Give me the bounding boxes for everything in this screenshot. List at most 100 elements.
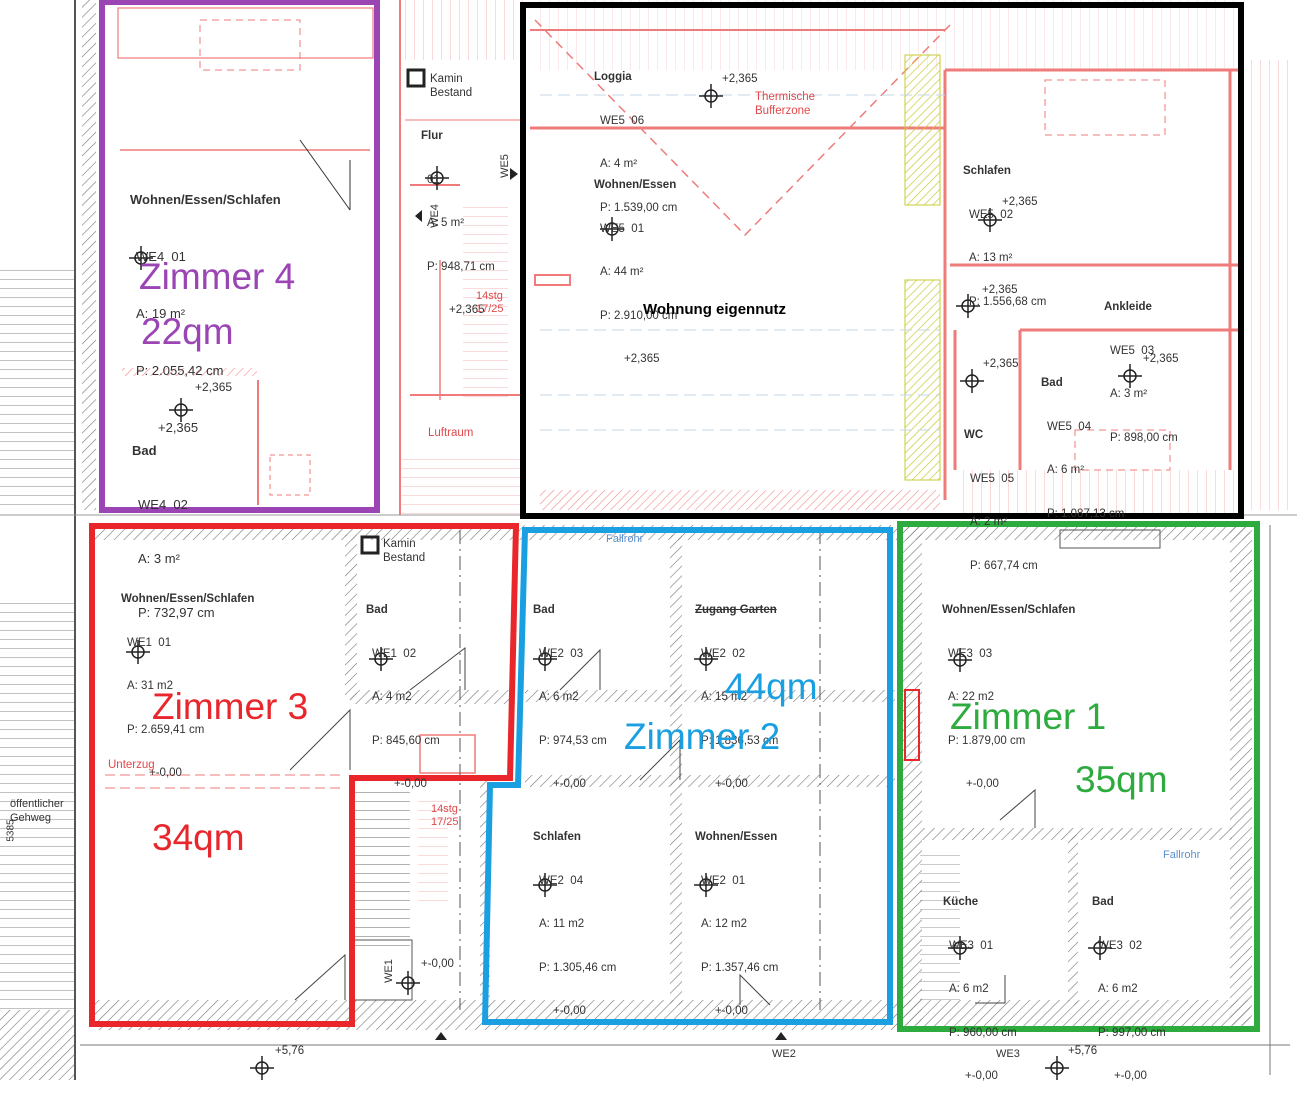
room-id: WE2 02	[701, 647, 746, 660]
dimension-label: 5385	[5, 819, 17, 842]
room-ankleide: Ankleide WE5 03 A: 3 m² P: 898,00 cm	[1104, 271, 1178, 460]
room-id: WE5 04	[1047, 420, 1092, 433]
room-name: WC	[964, 429, 984, 441]
room-perimeter: P: 960,00 cm	[949, 1026, 1017, 1039]
zone-zimmer4-outline	[99, 0, 380, 513]
room-perimeter: P: 948,71 cm	[427, 260, 495, 273]
room-name: Bad	[1092, 896, 1114, 908]
room-level: +-0,00	[715, 778, 748, 790]
room-id: WE4 02	[138, 497, 188, 512]
room-id: WE3 02	[1098, 939, 1143, 952]
we5-label: WE5	[498, 154, 511, 178]
room-area: A: 3 m²	[1110, 388, 1148, 400]
room-area: A: 6 m2	[539, 691, 579, 703]
room-level: +-0,00	[966, 778, 999, 790]
room-area: A: 6 m²	[1047, 464, 1085, 476]
room-flur: Flur 01 A: 5 m² P: 948,71 cm +2,365	[421, 100, 495, 332]
ground-floor-sketch	[80, 525, 1290, 1075]
room-level: +2,365	[624, 353, 660, 365]
room-name: Wohnen/Essen/Schlafen	[942, 604, 1076, 616]
room-name: Flur	[421, 130, 443, 142]
room-perimeter: P: 732,97 cm	[138, 605, 215, 620]
zimmer1-area: 35qm	[1075, 759, 1168, 800]
room-name: Wohnen/Essen/Schlafen	[130, 192, 281, 207]
upper-floor-sketch	[117, 0, 1290, 515]
fallrohr-label: Fallrohr	[606, 533, 644, 545]
room-perimeter: P: 1.087,13 cm	[1047, 507, 1125, 520]
zone-zimmer2-outline	[481, 527, 893, 1025]
room-bad-we4: Bad WE4 02 A: 3 m² P: 732,97 cm	[132, 406, 215, 640]
room-area: A: 44 m²	[600, 266, 644, 278]
room-name: Küche	[943, 896, 979, 908]
room-name: Ankleide	[1104, 301, 1152, 313]
room-area: A: 11 m2	[539, 918, 585, 930]
room-id: WE2 04	[539, 874, 584, 887]
room-perimeter: P: 997,00 cm	[1098, 1026, 1166, 1039]
room-id: WE2 01	[701, 874, 746, 887]
room-perimeter: P: 667,74 cm	[970, 559, 1038, 572]
room-id: WE5 02	[969, 208, 1014, 221]
room-area: A: 2 m²	[970, 516, 1008, 528]
arrow-marker	[435, 1032, 447, 1040]
room-name: Wohnen/Essen	[695, 831, 778, 843]
room-level: +-0,00	[1114, 1070, 1147, 1082]
room-id: WE3 01	[949, 939, 994, 952]
kamin-label: Kamin Bestand	[430, 73, 473, 99]
room-area: A: 3 m²	[138, 551, 180, 566]
room-perimeter: P: 1.305,46 cm	[539, 961, 617, 974]
room-id: WE5 03	[1110, 344, 1155, 357]
room-name: Schlafen	[533, 831, 581, 843]
room-schlafen-we5: Schlafen WE5 02 A: 13 m² P: 1.556,68 cm	[963, 135, 1046, 324]
room-level: +2,365	[449, 304, 485, 316]
zimmer2-area: 44qm	[725, 666, 818, 707]
level-label: +5,76	[1068, 1045, 1098, 1057]
room-perimeter: P: 2.055,42 cm	[136, 363, 224, 378]
room-bad-we3: Bad WE3 02 A: 6 m2 P: 997,00 cm +-0,00	[1092, 866, 1166, 1098]
room-id: WE5 06	[600, 114, 645, 127]
we3-label: WE3	[996, 1048, 1020, 1060]
zone-zimmer3-outline	[89, 523, 520, 1027]
room-bad-we5: Bad WE5 04 A: 6 m² P: 1.087,13 cm	[1041, 347, 1124, 536]
room-perimeter: P: 2.659,41 cm	[127, 723, 205, 736]
zimmer2-name: Zimmer 2	[624, 716, 781, 757]
room-id: 01	[427, 173, 440, 186]
level-label: +5,76	[275, 1045, 305, 1057]
room-area: A: 6 m2	[1098, 983, 1138, 995]
room-wohnen-we1: Wohnen/Essen/Schlafen WE1 01 A: 31 m2 P:…	[121, 563, 254, 795]
arrow-marker	[415, 210, 422, 222]
room-area: A: 15 m2	[701, 691, 748, 703]
arrow-marker	[775, 1032, 787, 1040]
we1-label: WE1	[382, 959, 395, 983]
room-id: WE3 03	[948, 647, 993, 660]
kamin-bottom-symbol	[360, 535, 380, 555]
stair-label: 14stg 17/25	[476, 290, 504, 315]
room-id: WE2 03	[539, 647, 584, 660]
room-kueche-we3: Küche WE3 01 A: 6 m2 P: 960,00 cm +-0,00	[943, 866, 1017, 1098]
room-level: +-0,00	[715, 1005, 748, 1017]
room-level: +2,365	[158, 420, 199, 435]
room-perimeter: P: 898,00 cm	[1110, 431, 1178, 444]
room-perimeter: P: 2.910,00 cm	[600, 309, 678, 322]
we2-label: WE2	[772, 1048, 796, 1060]
room-name: Bad	[132, 443, 157, 458]
level-markers	[126, 84, 1142, 1080]
level-label: +2,365	[1002, 196, 1038, 208]
level-label: +2,365	[982, 284, 1018, 296]
room-perimeter: P: 1.836,53 cm	[701, 734, 779, 747]
room-name: Schlafen	[963, 165, 1011, 177]
zone-eigennutz-outline	[520, 2, 1244, 519]
fallrohr-label: Fallrohr	[1163, 849, 1201, 861]
zimmer1-name: Zimmer 1	[950, 696, 1107, 737]
room-loggia: Loggia WE5 06 A: 4 m² P: 1.539,00 cm	[594, 41, 677, 230]
room-area: A: 4 m²	[600, 158, 638, 170]
zimmer3-area: 34qm	[152, 817, 245, 858]
room-id: WE5 01	[600, 222, 645, 235]
room-perimeter: P: 974,53 cm	[539, 734, 607, 747]
level-label: +2,365	[722, 73, 758, 85]
room-wohnen-we3: Wohnen/Essen/Schlafen WE3 03 A: 22 m2 P:…	[942, 574, 1075, 806]
room-name: Bad	[533, 604, 555, 616]
room-area: A: 6 m2	[949, 983, 989, 995]
room-bad-we1: Bad WE1 02 A: 4 m2 P: 845,60 cm +-0,00	[366, 574, 440, 806]
room-area: A: 13 m²	[969, 252, 1013, 264]
